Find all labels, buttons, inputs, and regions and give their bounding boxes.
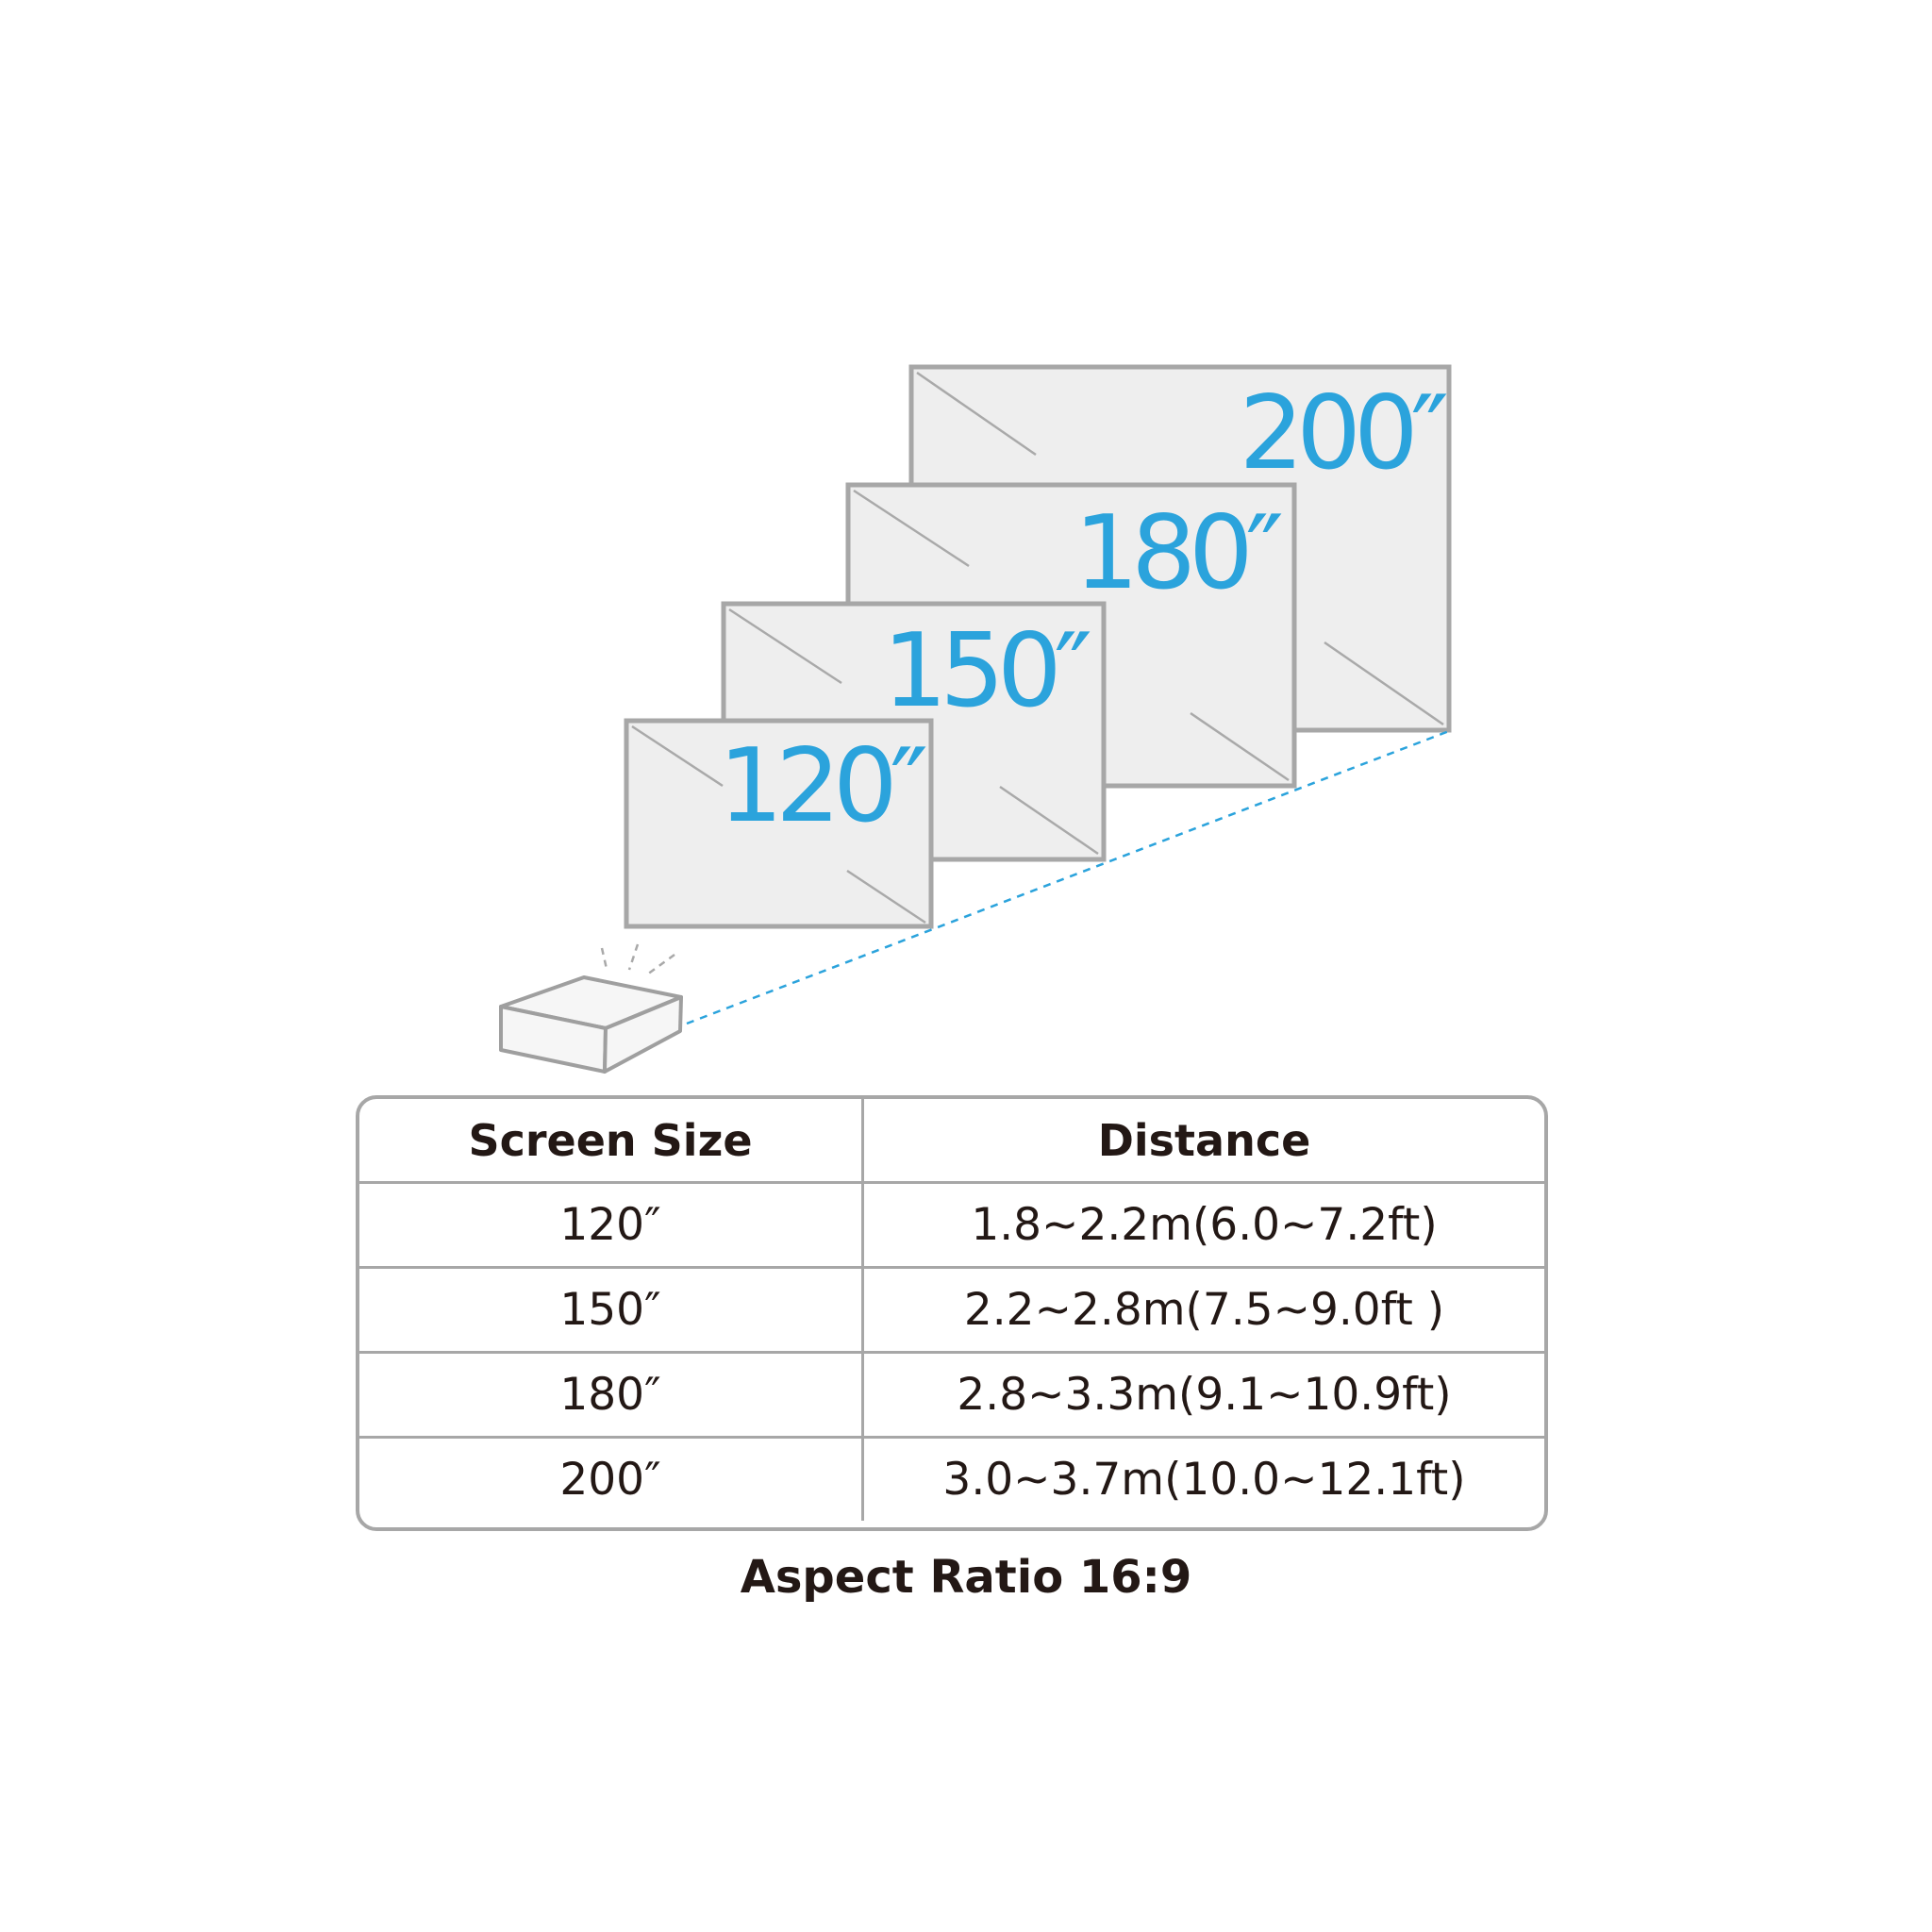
- cell-distance: 2.8~3.3m(9.1~10.9ft): [957, 1369, 1452, 1421]
- table-row: 120″ 1.8~2.2m(6.0~7.2ft): [359, 1181, 1544, 1266]
- table-row: 180″ 2.8~3.3m(9.1~10.9ft): [359, 1351, 1544, 1436]
- cell-screen-size: 120″: [359, 1184, 864, 1266]
- header-distance: Distance: [1097, 1114, 1311, 1166]
- projector-icon: [499, 943, 683, 1074]
- table-row: 200″ 3.0~3.7m(10.0~12.1ft): [359, 1436, 1544, 1521]
- cell-distance: 1.8~2.2m(6.0~7.2ft): [971, 1199, 1438, 1251]
- cell-screen-size: 150″: [359, 1269, 864, 1351]
- screen-label-120: 120″: [719, 727, 926, 845]
- screen-120: 120″: [624, 718, 934, 929]
- screen-label-200: 200″: [1240, 375, 1447, 492]
- throw-distance-table: Screen Size Distance 120″ 1.8~2.2m(6.0~7…: [356, 1095, 1548, 1531]
- cell-screen-size: 200″: [359, 1439, 864, 1521]
- screen-label-150: 150″: [883, 612, 1091, 730]
- screen-label-180: 180″: [1074, 494, 1282, 612]
- projection-beam: [686, 729, 1450, 1025]
- cell-distance: 3.0~3.7m(10.0~12.1ft): [942, 1454, 1466, 1506]
- cell-distance: 2.2~2.8m(7.5~9.0ft ): [963, 1284, 1445, 1336]
- aspect-ratio-caption: Aspect Ratio 16:9: [740, 1551, 1192, 1604]
- header-screen-size: Screen Size: [359, 1099, 864, 1181]
- table-header-row: Screen Size Distance: [359, 1099, 1544, 1181]
- cell-screen-size: 180″: [359, 1354, 864, 1436]
- table-row: 150″ 2.2~2.8m(7.5~9.0ft ): [359, 1266, 1544, 1351]
